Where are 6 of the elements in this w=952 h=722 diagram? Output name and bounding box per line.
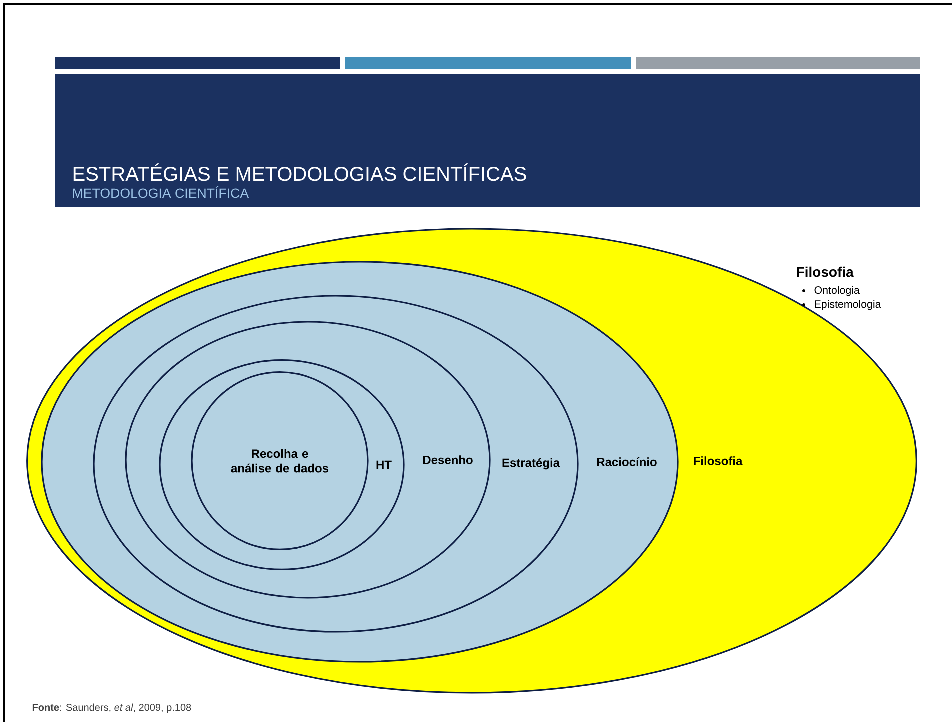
- bullet-item: Ontologia: [814, 286, 860, 296]
- bullet-item: Epistemologia: [815, 300, 882, 310]
- subtitle: METODOLOGIA CIENTÍFICA: [73, 186, 250, 198]
- source-note: Fonte: Saunders, et al, 2009, p.108: [32, 704, 192, 714]
- side-heading: Filosofia: [797, 266, 854, 278]
- title: ESTRATÉGIAS E METODOLOGIAS CIENTÍFICAS: [74, 164, 526, 182]
